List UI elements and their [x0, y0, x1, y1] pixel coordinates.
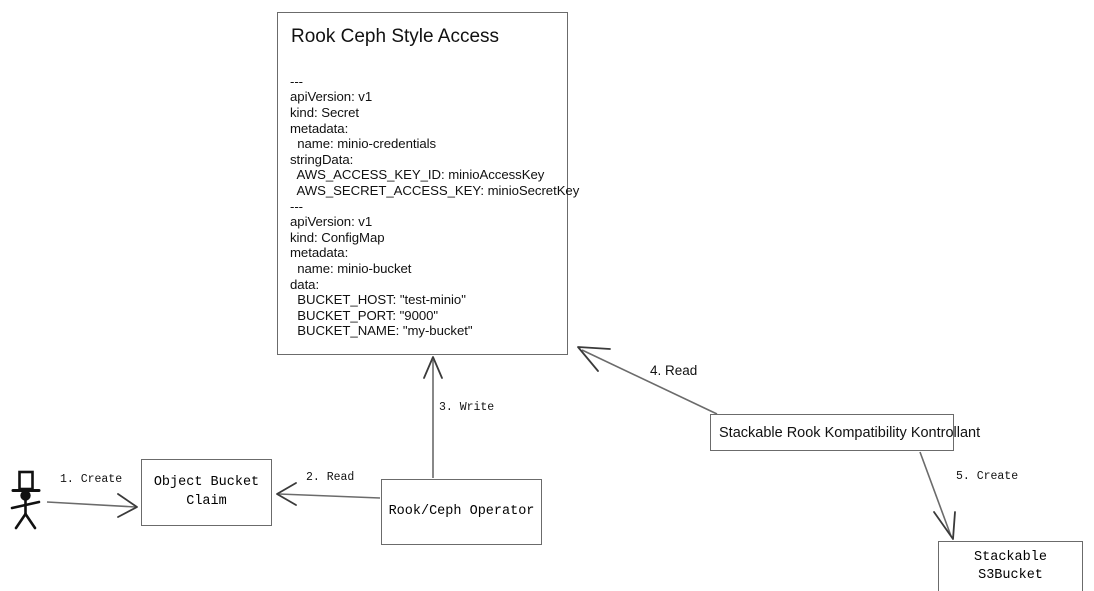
yaml-card-title: Rook Ceph Style Access — [291, 26, 500, 47]
node-object-bucket-claim[interactable]: Object Bucket Claim — [141, 459, 272, 526]
edge-label-2-read: 2. Read — [306, 471, 355, 484]
node-stackable-rook-kompatibility-kontrollant[interactable]: Stackable Rook Kompatibility Kontrollant — [710, 414, 980, 451]
edge-label-3-write: 3. Write — [439, 401, 495, 414]
edge-2-read — [276, 482, 381, 506]
edge-label-5-create: 5. Create — [956, 470, 1019, 483]
edge-3-write — [423, 356, 443, 478]
edge-label-4-read: 4. Read — [650, 363, 698, 378]
edge-5-create — [919, 451, 956, 540]
node-rook-ceph-operator[interactable]: Rook/Ceph Operator — [381, 479, 542, 545]
edge-1-create — [46, 493, 138, 518]
edge-4-read — [577, 346, 718, 415]
edge-label-1-create: 1. Create — [60, 473, 123, 486]
user-actor-icon — [10, 470, 41, 530]
node-stackable-s3bucket[interactable]: Stackable S3Bucket — [938, 541, 1083, 591]
yaml-manifest-card: Rook Ceph Style Access --- apiVersion: v… — [277, 12, 580, 355]
yaml-card-body: --- apiVersion: v1 kind: Secret metadata… — [290, 73, 580, 339]
